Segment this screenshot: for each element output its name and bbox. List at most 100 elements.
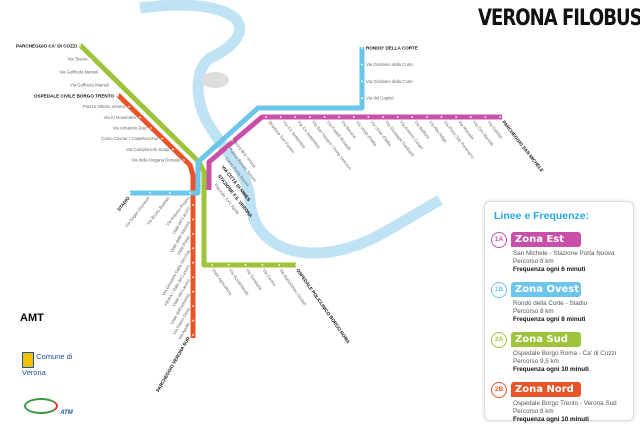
station-stop: [278, 264, 281, 266]
station-label: Via Goffredo Mameli: [70, 83, 109, 88]
zone-route: Ospedale Borgo Roma - Ca' di Cozzi: [513, 350, 617, 357]
station-stop: [213, 184, 215, 186]
station-stop: [192, 334, 194, 336]
station-stop: [161, 137, 163, 140]
station-label: Corso Cavour / Castelvecchio: [101, 136, 158, 141]
station-label: Via Armando Diaz: [113, 126, 147, 131]
station-label: PARCHEGGIO VERONA SUD: [155, 335, 191, 392]
zone-name: Zona Sud: [511, 332, 581, 347]
station-stop: [323, 116, 326, 118]
amt-logo: AMT: [20, 312, 44, 324]
station-stop: [192, 218, 194, 221]
zone-length: Percorso 8 km: [513, 408, 554, 415]
station-stop: [361, 47, 363, 49]
station-label: Stradone San Fermo: [267, 120, 296, 155]
station-stop: [192, 319, 194, 322]
zone-frequency: Frequenza ogni 8 minuti: [513, 316, 586, 323]
station-stop: [396, 116, 399, 118]
zone-name: Zona Ovest: [511, 282, 581, 297]
station-stop: [265, 116, 267, 118]
station-label: Via Camploncini Scapi: [126, 147, 169, 152]
station-stop: [361, 80, 363, 83]
station-stop: [227, 148, 230, 150]
station-label: PARCHEGGIO SAN MICHELE: [501, 120, 544, 173]
zone-route: Ospedale Borgo Trento - Verona Sud: [513, 400, 617, 407]
zone-frequency: Frequenza ogni 6 minuti: [513, 266, 586, 273]
station-stop: [220, 166, 223, 168]
station-stop: [308, 116, 311, 118]
station-stop: [279, 116, 282, 118]
station-stop: [231, 139, 233, 141]
station-label: Via Girolamo della Corte: [366, 62, 413, 67]
station-stop: [411, 116, 414, 118]
legend-title: Linee e Frequenze:: [494, 210, 590, 222]
station-stop: [294, 116, 297, 118]
station-stop: [192, 305, 194, 308]
station-stop: [117, 95, 119, 97]
station-stop: [169, 192, 171, 194]
station-stop: [79, 45, 81, 47]
station-stop: [338, 116, 341, 118]
atm-logo: ATM: [24, 398, 73, 416]
line-code-badge: 2B: [491, 382, 507, 398]
line-code-badge: 1A: [491, 232, 507, 248]
station-stop: [111, 84, 113, 86]
station-stop: [261, 264, 264, 266]
station-stop: [172, 148, 174, 151]
station-stop: [149, 192, 151, 194]
station-stop: [223, 157, 226, 159]
station-stop: [469, 116, 472, 118]
zona-nord-line: [116, 93, 196, 338]
station-label: OSPEDALE CIVILE BORGO TRENTO: [34, 94, 114, 99]
zone-length: Percorso 8 km: [513, 258, 554, 265]
station-stop: [484, 116, 487, 118]
station-label: RONDO' DELLA CORTE: [366, 46, 418, 51]
station-stop: [367, 116, 370, 118]
amt-logo-text: AMT: [20, 312, 44, 324]
station-label: Via Goffredo Mameli: [59, 70, 98, 75]
station-stop: [216, 175, 219, 177]
station-stop: [455, 116, 458, 118]
atm-logo-text: ATM: [60, 410, 73, 416]
station-stop: [382, 116, 384, 118]
station-stop: [295, 264, 297, 266]
station-stop: [192, 247, 194, 250]
station-label: STADIO: [116, 195, 131, 212]
station-label: Via Tevere: [68, 57, 89, 62]
station-stop: [227, 264, 230, 266]
station-label: Via Centro: [262, 268, 278, 288]
line-code-badge: 1B: [491, 282, 507, 298]
zone-length: Percorso 9,5 km: [513, 358, 559, 365]
station-stop: [189, 192, 191, 194]
zone-frequency: Frequenza ogni 10 minuti: [513, 366, 589, 373]
zona-sud-line: [78, 43, 296, 268]
station-stop: [211, 264, 213, 266]
station-stop: [192, 204, 194, 206]
station-stop: [244, 264, 247, 266]
station-stop: [128, 105, 130, 108]
station-stop: [192, 276, 194, 279]
station-stop: [139, 116, 141, 119]
zona-est-line: [206, 114, 502, 190]
park-area: [201, 72, 229, 88]
station-stop: [150, 127, 152, 129]
station-stop: [89, 58, 92, 60]
station-label: Via della Dogana Dorsale: [131, 158, 180, 163]
station-stop: [361, 63, 363, 66]
adige-river: [139, 0, 443, 259]
zone-length: Percorso 8 km: [513, 308, 554, 315]
station-label: Via del Capitel: [366, 96, 394, 101]
station-stop: [440, 116, 443, 118]
zone-route: San Michele - Stazione Porta Nuova: [513, 250, 615, 257]
station-label: Via Tombetta: [245, 268, 264, 292]
station-stop: [361, 97, 363, 99]
station-stop: [192, 290, 194, 293]
station-stop: [183, 159, 185, 161]
map-title: VERONA FILOBUS: [478, 6, 640, 31]
station-stop: [192, 232, 194, 235]
station-stop: [100, 71, 103, 73]
station-stop: [129, 192, 131, 194]
legend-panel: Linee e Frequenze: 1A Zona Est San Miche…: [484, 201, 634, 423]
zone-name: Zona Nord: [511, 382, 581, 397]
